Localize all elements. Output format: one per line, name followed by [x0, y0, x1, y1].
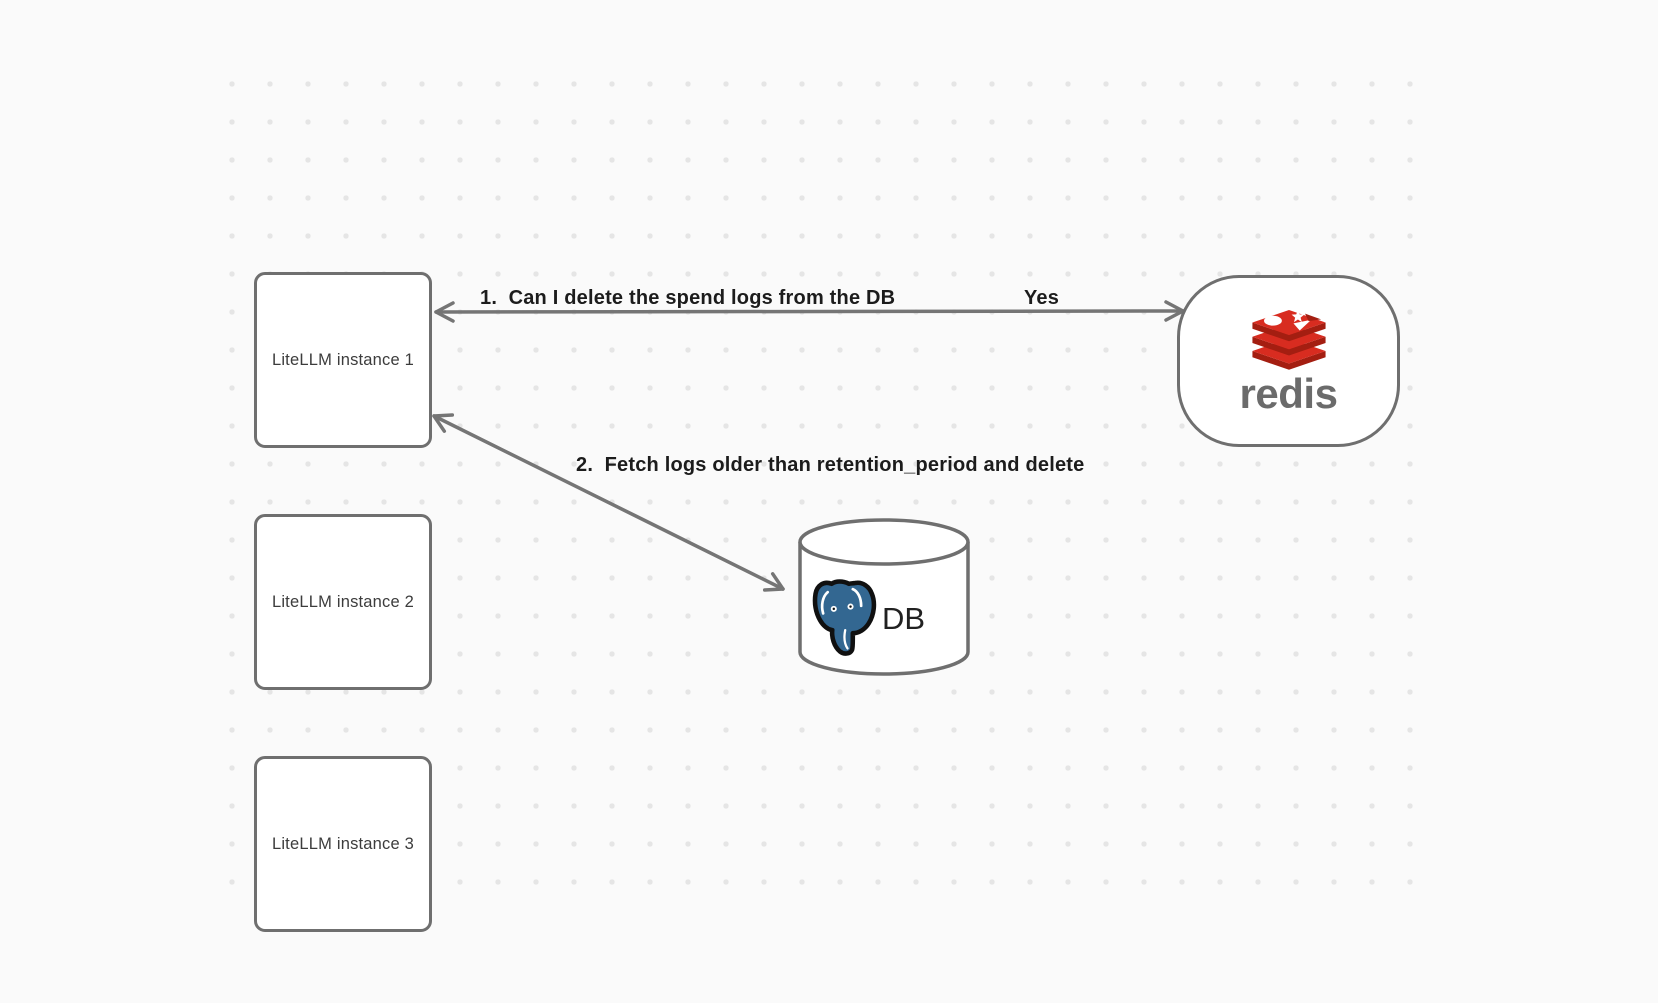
litellm-instance-1-node[interactable]: LiteLLM instance 1: [254, 272, 432, 448]
litellm-instance-2-node[interactable]: LiteLLM instance 2: [254, 514, 432, 690]
litellm-instance-3-node[interactable]: LiteLLM instance 3: [254, 756, 432, 932]
redis-wordmark: redis: [1239, 370, 1338, 417]
db-label: DB: [882, 601, 926, 636]
edge-2-label: 2. Fetch logs older than retention_perio…: [576, 454, 1085, 476]
edge-1-label: 1. Can I delete the spend logs from the …: [480, 287, 896, 309]
litellm-instance-2-label: LiteLLM instance 2: [271, 592, 415, 611]
redis-icon: [1251, 310, 1326, 370]
litellm-instance-3-label: LiteLLM instance 3: [271, 834, 415, 853]
litellm-instance-1-label: LiteLLM instance 1: [271, 350, 415, 369]
postgres-db-node[interactable]: DB: [796, 516, 972, 678]
postgresql-elephant-icon: [812, 579, 877, 656]
edge-1-response-label: Yes: [1024, 287, 1060, 309]
redis-node[interactable]: redis: [1177, 275, 1400, 447]
